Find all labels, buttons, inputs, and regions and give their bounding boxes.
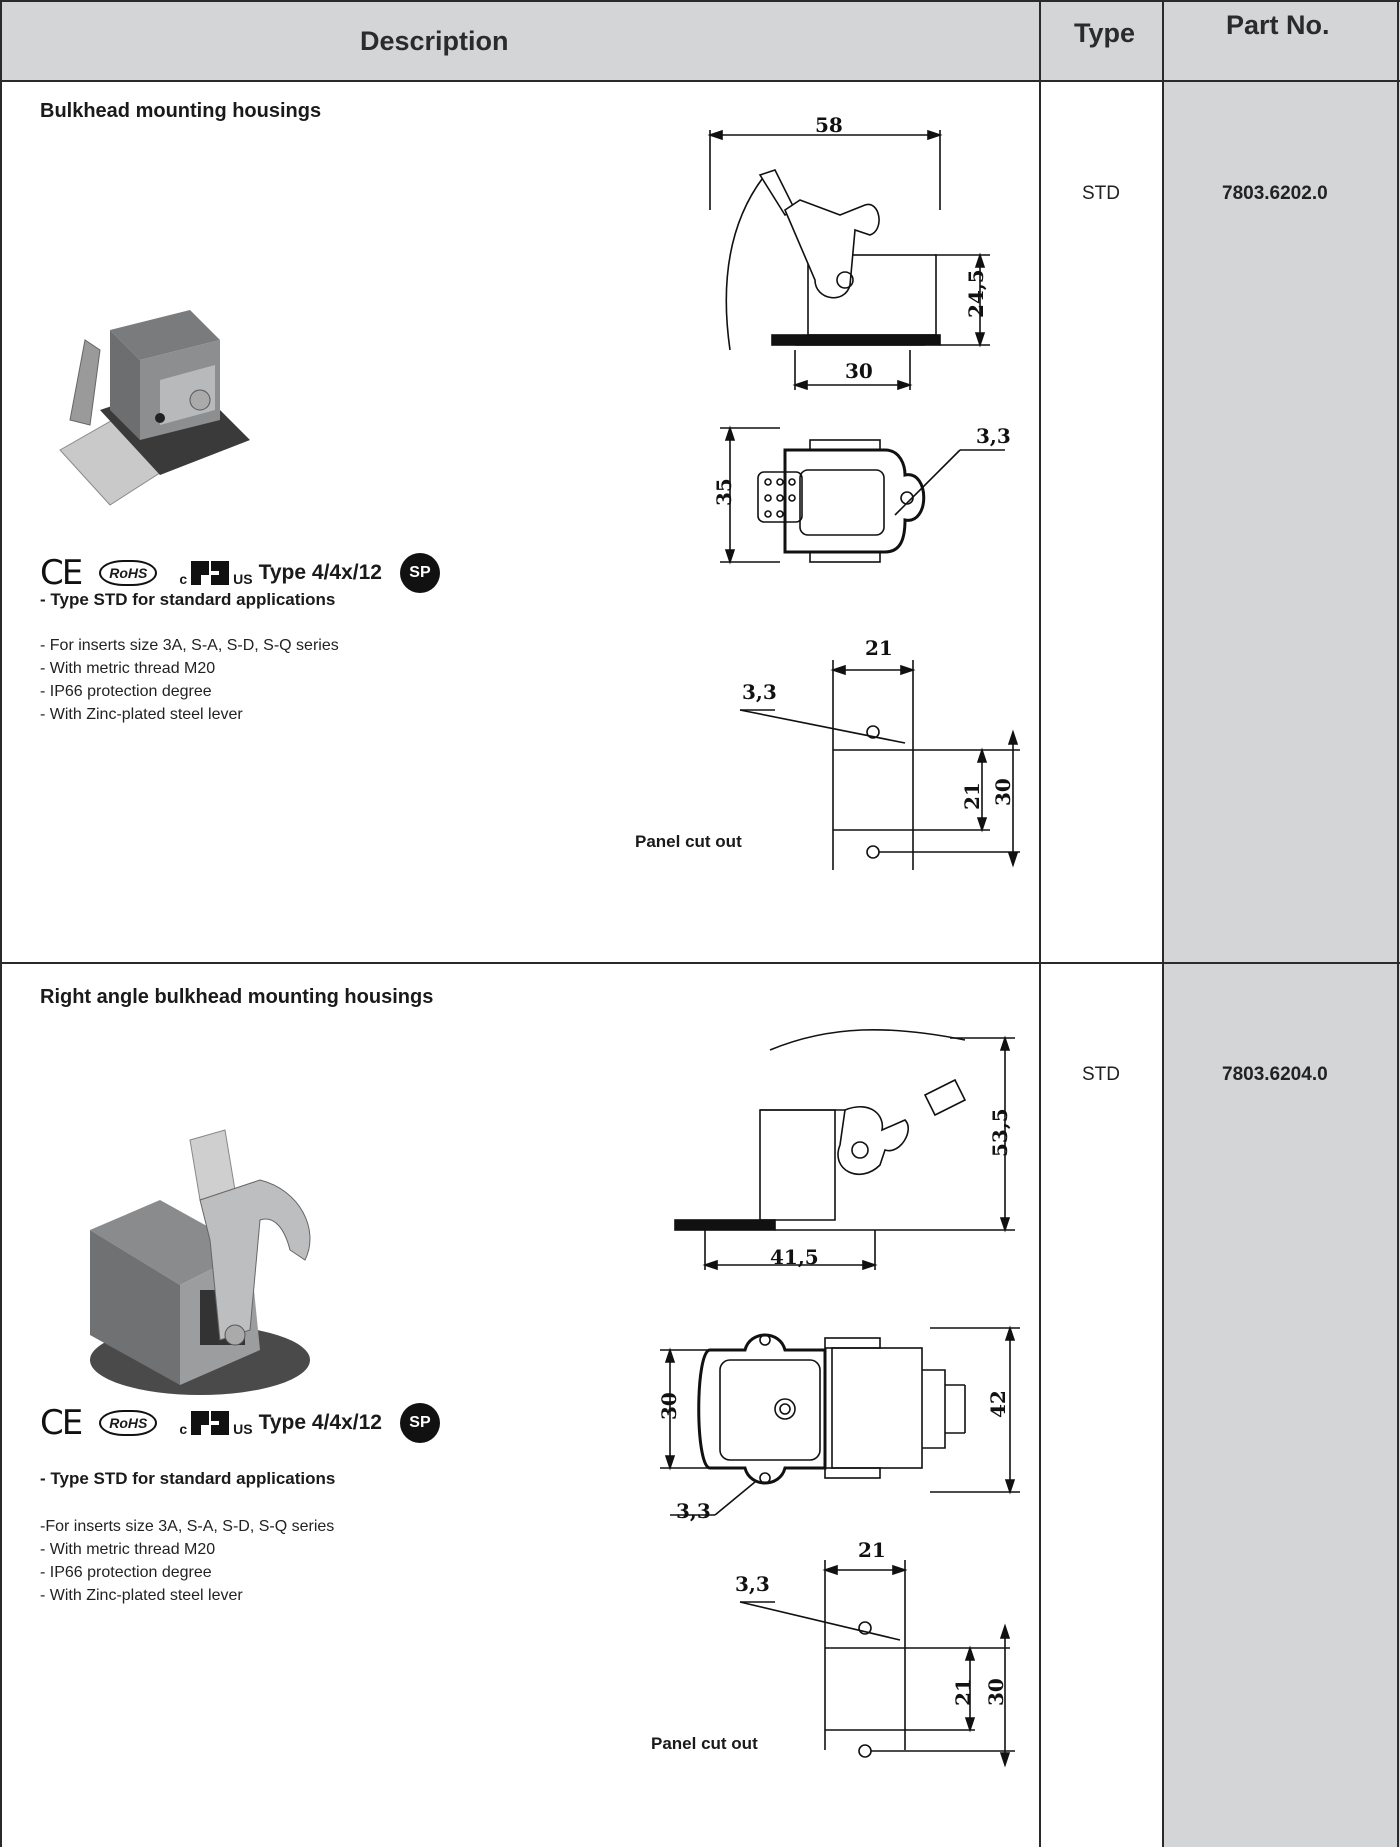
table-left-border <box>0 0 2 1847</box>
header-bottom-border <box>0 80 1400 82</box>
product-subtitle: - Type STD for standard applications <box>40 590 336 609</box>
header-description: Description <box>360 26 509 56</box>
dimension-label: 30 <box>657 1392 681 1420</box>
list-item: -For inserts size 3A, S-A, S-D, S-Q seri… <box>40 1518 335 1535</box>
csa-mark-icon: SP <box>399 553 440 593</box>
technical-drawing-panel-cutout <box>739 1560 1015 1768</box>
product-title: Bulkhead mounting housings <box>40 100 322 122</box>
panel-cutout-label: Panel cut out <box>651 1734 758 1753</box>
list-item: - With Zinc-plated steel lever <box>40 1587 243 1604</box>
dimension-label: 21 <box>951 1678 975 1706</box>
technical-drawing-top-view <box>720 425 1005 565</box>
technical-drawing-side-view <box>707 129 990 390</box>
list-item: - With metric thread M20 <box>40 660 216 677</box>
ce-mark-icon: CE <box>40 1403 83 1443</box>
dimension-label: 21 <box>858 1538 886 1562</box>
dimension-label: 42 <box>986 1390 1010 1418</box>
dimension-label: 3,3 <box>735 1572 770 1596</box>
dimension-label: 3,3 <box>742 680 777 704</box>
table-header-bg <box>0 0 1400 80</box>
dimension-label: 24,5 <box>964 269 988 318</box>
product-photo <box>90 1129 311 1395</box>
certification-row: CE RoHS c US Type 4/4x/12 SP <box>40 548 440 598</box>
panel-cutout-label: Panel cut out <box>635 832 742 851</box>
ul-mark-icon: c US <box>179 559 253 587</box>
technical-drawing-top-view <box>660 1325 1020 1516</box>
product-type: STD <box>1082 1064 1120 1085</box>
product-part-no[interactable]: 7803.6202.0 <box>1222 183 1328 204</box>
list-item: - With metric thread M20 <box>40 1541 216 1558</box>
dimension-label: 30 <box>984 1678 1008 1706</box>
list-item: - IP66 protection degree <box>40 1564 212 1581</box>
rohs-mark-icon: RoHS <box>99 560 158 586</box>
technical-drawing-side-view <box>674 1029 1015 1270</box>
csa-mark-icon: SP <box>399 1403 440 1443</box>
dimension-label: 30 <box>845 359 873 383</box>
header-type: Type <box>1074 18 1136 48</box>
dimension-label: 21 <box>865 636 893 660</box>
enclosure-type-label: Type 4/4x/12 <box>258 561 382 584</box>
ce-mark-icon: CE <box>40 553 83 593</box>
rohs-mark-icon: RoHS <box>99 1410 158 1436</box>
dimension-label: 30 <box>991 778 1015 806</box>
dimension-label: 53,5 <box>988 1108 1012 1157</box>
dimension-label: 3,3 <box>976 424 1011 448</box>
product-part-no[interactable]: 7803.6204.0 <box>1222 1064 1328 1085</box>
product-type: STD <box>1082 183 1120 204</box>
enclosure-type-label: Type 4/4x/12 <box>258 1411 382 1434</box>
header-part-no: Part No. <box>1226 10 1330 40</box>
column-divider-type <box>1039 0 1041 1847</box>
feature-list: - For inserts size 3A, S-A, S-D, S-Q ser… <box>40 634 339 726</box>
column-divider-partno <box>1162 0 1164 1847</box>
table-right-border <box>1397 0 1399 1847</box>
list-item: - For inserts size 3A, S-A, S-D, S-Q ser… <box>40 637 339 654</box>
product-title: Right angle bulkhead mounting housings <box>40 986 434 1008</box>
product-subtitle: - Type STD for standard applications <box>40 1469 336 1488</box>
dimension-label: 58 <box>815 113 843 137</box>
dimension-label: 3,3 <box>676 1499 711 1523</box>
table-top-border <box>0 0 1400 2</box>
ul-mark-icon: c US <box>179 1409 253 1437</box>
dimension-label: 35 <box>712 478 736 506</box>
list-item: - IP66 protection degree <box>40 683 212 700</box>
list-item: - With Zinc-plated steel lever <box>40 706 243 723</box>
certification-row: CE RoHS c US Type 4/4x/12 SP <box>40 1398 440 1448</box>
row-divider <box>0 962 1400 964</box>
product-photo <box>59 310 250 506</box>
dimension-label: 41,5 <box>770 1245 819 1269</box>
technical-drawing-panel-cutout <box>739 660 1020 870</box>
feature-list: -For inserts size 3A, S-A, S-D, S-Q seri… <box>40 1515 334 1607</box>
dimension-label: 21 <box>960 782 984 810</box>
